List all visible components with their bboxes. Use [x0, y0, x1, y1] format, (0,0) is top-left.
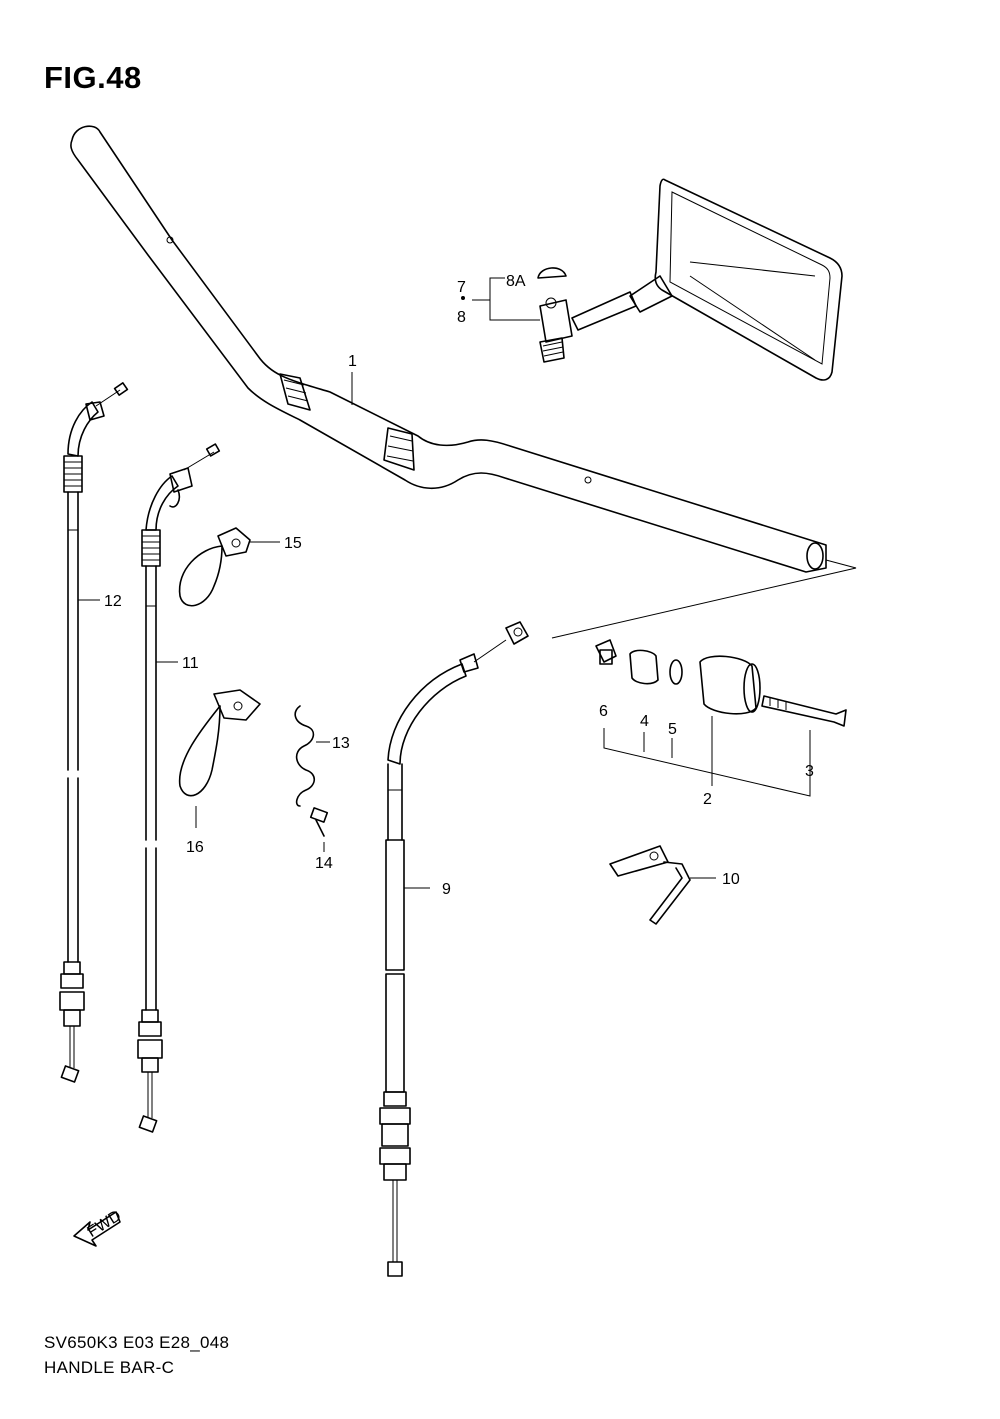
wire-clip-13 — [294, 705, 330, 807]
handlebar — [70, 125, 827, 573]
callout-5: 5 — [668, 721, 677, 738]
fwd-label: FWD — [84, 1207, 124, 1241]
callout-14: 14 — [315, 855, 333, 872]
callout-15: 15 — [284, 535, 302, 552]
callout-12: 12 — [104, 593, 122, 610]
callout-16: 16 — [186, 839, 204, 856]
callout-8: 8 — [457, 309, 466, 326]
model-code: SV650K3 E03 E28_048 — [44, 1333, 230, 1352]
callout-9: 9 — [442, 881, 451, 898]
callout-10: 10 — [722, 871, 740, 888]
figure-title: FIG.48 — [44, 60, 142, 95]
callout-7: 7 — [457, 279, 466, 296]
knurl-left — [279, 373, 311, 411]
callout-2: 2 — [703, 791, 712, 808]
bar-end-detail — [551, 559, 857, 797]
callout-4: 4 — [640, 713, 649, 730]
clutch-cable-9 — [379, 621, 529, 1277]
callout-3: 3 — [805, 763, 814, 780]
callout-11: 11 — [182, 655, 199, 672]
throttle-cable-12 — [59, 382, 129, 1083]
callout-8a: 8A — [506, 273, 526, 290]
fwd-arrow-icon: FWD — [73, 1207, 124, 1247]
throttle-cable-11 — [137, 443, 221, 1133]
mirror-assembly — [461, 178, 843, 381]
cable-clamp-15 — [178, 527, 280, 607]
callout-1: 1 — [348, 353, 357, 370]
bracket-10 — [609, 845, 716, 925]
knurl-right — [383, 427, 415, 471]
figure-caption: HANDLE BAR-C — [44, 1358, 175, 1377]
screw-14 — [309, 807, 329, 852]
cable-clamp-16 — [178, 689, 261, 828]
callout-13: 13 — [332, 735, 350, 752]
callout-6: 6 — [599, 703, 608, 720]
